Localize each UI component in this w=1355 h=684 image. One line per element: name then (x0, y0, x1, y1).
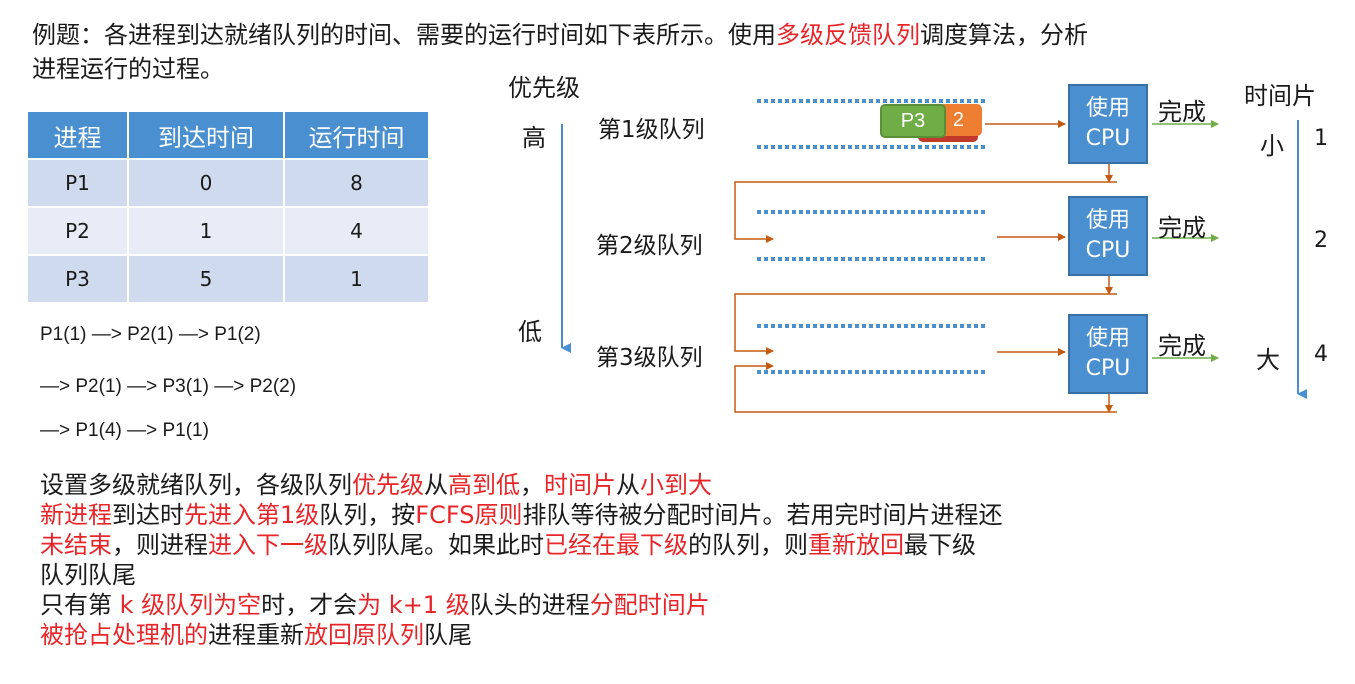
text-highlight: 被抢占处理机的 (40, 621, 208, 649)
timeslice-small-label: 小 (1260, 132, 1284, 160)
priority-label: 优先级 (508, 74, 580, 102)
text-segment: 到达时 (112, 501, 184, 529)
cpu-box-2: 使用 CPU (1068, 196, 1148, 276)
cpu-label-line1: 使用 (1085, 96, 1130, 121)
col-header-arrival: 到达时间 (128, 112, 285, 159)
queue-1-label: 第1级队列 (598, 117, 705, 143)
text-highlight: 先进入第1级 (184, 501, 320, 529)
text-segment: 队尾 (424, 621, 472, 649)
title-part1: 例题：各进程到达就绪队列的时间、需要的运行时间如下表所示。使用 (32, 21, 776, 49)
priority-low-label: 低 (518, 318, 542, 346)
text-highlight: 未结束 (40, 531, 112, 559)
table-header-row: 进程 到达时间 运行时间 (28, 112, 430, 159)
cpu-box-3: 使用 CPU (1068, 314, 1148, 394)
text-segment: 队列，按 (319, 501, 416, 529)
table-cell: P1 (28, 158, 129, 207)
text-segment: 只有第 (40, 591, 120, 619)
cpu-label-line1: 使用 (1085, 326, 1130, 351)
text-segment: 的队列，则 (688, 531, 808, 559)
text-segment: 进程重新 (208, 621, 304, 649)
timeslice-value-2: 2 (1314, 228, 1328, 253)
queue-borders (757, 99, 985, 374)
done-label-3: 完成 (1158, 332, 1206, 360)
title-part3: 调度算法，分析 (920, 21, 1088, 49)
table-cell: 0 (128, 158, 285, 207)
sequence-line-1: P1(1) —> P2(1) —> P1(2) (40, 324, 261, 345)
rule-line-4: 队列队尾 (40, 560, 1002, 590)
rule-line-2: 新进程到达时先进入第1级队列，按FCFS原则排队等待被分配时间片。若用完时间片进… (40, 500, 1002, 530)
cpu-label-line2: CPU (1085, 238, 1131, 263)
text-highlight: k 级队列为空 (119, 591, 262, 619)
text-highlight: 时间片 (544, 471, 616, 499)
rule-line-1: 设置多级就绪队列，各级队列优先级从高到低，时间片从小到大 (40, 470, 1002, 500)
text-segment: 队头的进程 (469, 591, 590, 619)
cpu-label-line1: 使用 (1085, 208, 1130, 233)
text-highlight: 放回原队列 (304, 621, 424, 649)
text-highlight: 重新放回 (808, 531, 904, 559)
problem-title: 例题：各进程到达就绪队列的时间、需要的运行时间如下表所示。使用多级反馈队列调度算… (32, 18, 1088, 52)
table-row: P2 1 4 (28, 206, 430, 255)
rule-line-3: 未结束，则进程进入下一级队列队尾。如果此时已经在最下级的队列，则重新放回最下级 (40, 530, 1002, 560)
text-segment: 队列队尾。如果此时 (328, 531, 544, 559)
text-highlight: 已经在最下级 (544, 531, 688, 559)
sequence-line-3: —> P1(4) —> P1(1) (40, 420, 209, 441)
table-cell: 1 (284, 254, 430, 302)
text-highlight: 为 k+1 级 (357, 591, 470, 619)
text-segment: ，则进程 (112, 531, 208, 559)
cpu-box-1: 使用 CPU (1068, 84, 1148, 164)
title-highlight: 多级反馈队列 (776, 21, 920, 49)
process-table: 进程 到达时间 运行时间 P1 0 8 P2 1 4 P3 5 1 (28, 112, 430, 302)
table-cell: 8 (284, 158, 430, 207)
done-label-2: 完成 (1158, 214, 1206, 242)
table-cell: P3 (28, 254, 129, 302)
text-segment: 从 (616, 471, 640, 499)
cpu-label-line2: CPU (1085, 126, 1131, 151)
text-highlight: 高到低 (448, 471, 520, 499)
text-segment: 从 (424, 471, 448, 499)
table-cell: 4 (284, 206, 430, 255)
queue-3-label: 第3级队列 (596, 345, 703, 371)
table-cell: 5 (128, 254, 285, 302)
rule-line-6: 被抢占处理机的进程重新放回原队列队尾 (40, 620, 1002, 650)
cpu-label-line2: CPU (1085, 356, 1131, 381)
table-cell: P2 (28, 206, 129, 255)
text-highlight: 优先级 (352, 471, 424, 499)
timeslice-large-label: 大 (1256, 346, 1280, 374)
text-segment: 时，才会 (261, 591, 358, 619)
queue-2-label: 第2级队列 (596, 233, 703, 259)
text-highlight: FCFS原则 (415, 501, 523, 529)
text-highlight: 小到大 (640, 471, 712, 499)
timeslice-label: 时间片 (1244, 82, 1316, 110)
rules-text: 设置多级就绪队列，各级队列优先级从高到低，时间片从小到大 新进程到达时先进入第1… (40, 470, 1002, 650)
text-segment: 最下级 (904, 531, 976, 559)
text-segment: 排队等待被分配时间片。若用完时间片进程还 (522, 501, 1003, 529)
col-header-process: 进程 (28, 112, 129, 159)
priority-high-label: 高 (522, 124, 546, 152)
table-row: P3 5 1 (28, 254, 430, 302)
text-highlight: 分配时间片 (589, 591, 710, 619)
table-cell: 1 (128, 206, 285, 255)
sequence-line-2: —> P2(1) —> P3(1) —> P2(2) (40, 376, 297, 397)
table-row: P1 0 8 (28, 158, 430, 207)
problem-title-line2: 进程运行的过程。 (32, 55, 224, 83)
timeslice-value-3: 4 (1314, 342, 1328, 367)
text-segment: ， (520, 471, 544, 499)
done-label-1: 完成 (1158, 98, 1206, 126)
text-highlight: 新进程 (40, 501, 112, 529)
rule-line-5: 只有第 k 级队列为空时，才会为 k+1 级队头的进程分配时间片 (40, 590, 1002, 620)
timeslice-value-1: 1 (1314, 126, 1328, 151)
text-segment: 设置多级就绪队列，各级队列 (40, 471, 352, 499)
process-p3-block: P3 (880, 104, 946, 138)
text-segment: 队列队尾 (40, 561, 136, 589)
col-header-runtime: 运行时间 (284, 112, 430, 159)
text-highlight: 进入下一级 (208, 531, 328, 559)
